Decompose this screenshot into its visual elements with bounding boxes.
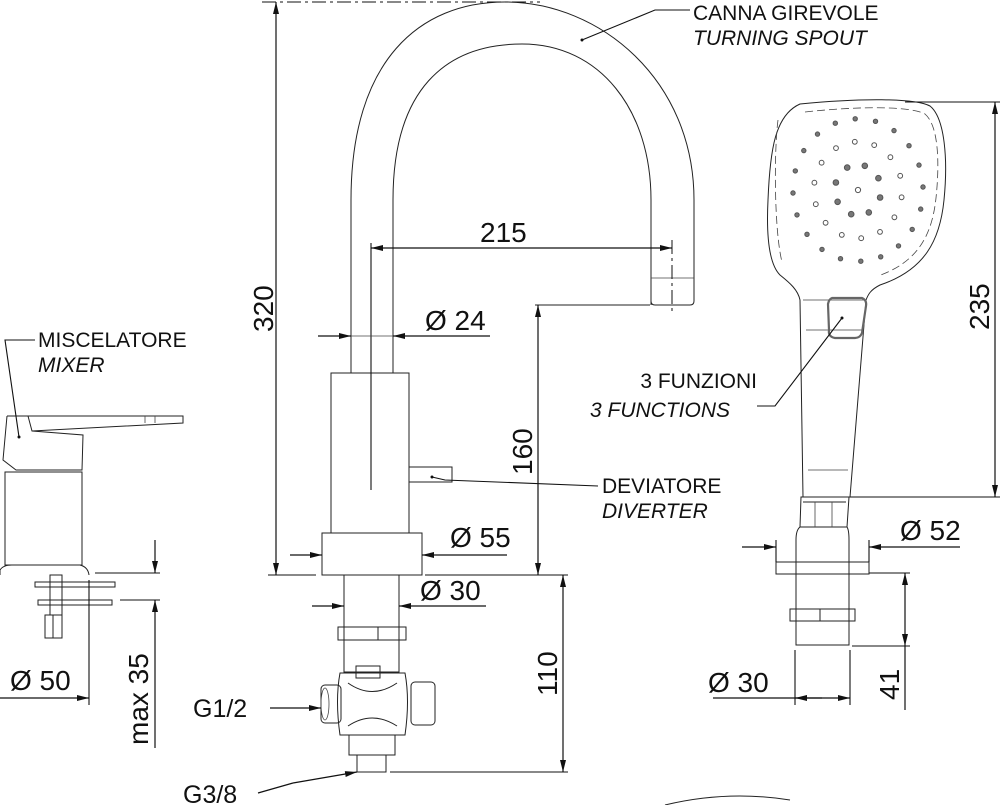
nozzle: [818, 159, 825, 166]
hose-connector: [799, 496, 850, 528]
nozzle: [794, 212, 800, 218]
dim-shank-length: 110: [532, 651, 563, 696]
dim-shank-diameter: Ø 30: [420, 575, 481, 606]
diverter-label-it: DEVIATORE: [602, 475, 721, 498]
mixer-body: [4, 471, 83, 566]
nozzle: [872, 118, 879, 125]
nozzle: [878, 254, 884, 260]
nozzle: [858, 235, 865, 242]
dim-spout-reach: 215: [480, 217, 527, 248]
nozzle: [834, 198, 841, 206]
spout-label-en: TURNING SPOUT: [693, 27, 869, 50]
nozzle: [861, 162, 869, 170]
mixer-label-it: MISCELATORE: [38, 329, 187, 352]
nozzle: [916, 162, 922, 168]
function-button: [826, 296, 868, 340]
nozzle: [847, 210, 855, 218]
functions-label-en: 3 FUNCTIONS: [590, 399, 730, 422]
dim-collar-diameter: Ø 55: [450, 522, 511, 553]
dim-height-total: 320: [248, 285, 279, 332]
nozzle: [865, 209, 873, 216]
nozzle: [877, 229, 883, 235]
shower-head: [767, 99, 947, 498]
valve-nut: [410, 681, 436, 726]
nozzle: [814, 131, 821, 137]
g38-label: G3/8: [183, 781, 237, 805]
shower-base-collar: [775, 561, 870, 575]
nozzle: [852, 116, 858, 122]
faucet-drawing: 320 215 Ø 24 160 Ø 55 Ø 30 110 CANNA GIR…: [183, 1, 879, 805]
valve-outlet-g38: [356, 754, 387, 773]
dim-spout-diameter: Ø 24: [425, 305, 486, 336]
nozzle: [819, 246, 825, 253]
mixer-handle: [2, 415, 184, 471]
nozzle: [843, 164, 851, 171]
dim-shower-shank-diameter: Ø 30: [708, 667, 769, 698]
spout-label-it: CANNA GIREVOLE: [693, 2, 879, 25]
nozzle: [858, 258, 864, 264]
dim-spout-height: 160: [507, 428, 538, 475]
nozzle: [891, 214, 898, 221]
nozzle: [833, 145, 839, 152]
nozzle: [891, 127, 897, 134]
nozzle: [832, 120, 838, 126]
dim-shower-base-diameter: Ø 52: [900, 515, 961, 546]
hand-shower-drawing: 235 Ø 52 Ø 30 41 3 FUNZIONI 3 FUNCTIONS: [590, 99, 1000, 805]
spout-inner: [392, 43, 652, 373]
nozzle: [871, 142, 878, 149]
nozzle-grid: [790, 116, 926, 264]
nozzle: [920, 184, 926, 190]
dim-shower-shank-length: 41: [874, 669, 905, 700]
mixer-washer: [34, 581, 116, 588]
nozzle: [851, 138, 858, 145]
nozzle: [832, 179, 840, 186]
nozzle: [854, 186, 862, 194]
functions-label-it: 3 FUNZIONI: [640, 370, 757, 393]
mixer-drawing: MISCELATORE MIXER Ø 50 max 35: [0, 329, 187, 748]
diverter-label-en: DIVERTER: [602, 500, 708, 523]
mixer-washer: [37, 599, 113, 606]
faucet-collar: [321, 532, 423, 576]
nozzle: [897, 172, 904, 179]
nozzle: [790, 190, 796, 196]
shower-base-nut: [789, 608, 856, 622]
dim-mixer-diameter: Ø 50: [10, 665, 71, 696]
nozzle: [822, 219, 829, 226]
nozzle: [838, 232, 845, 238]
nozzle: [906, 143, 912, 149]
faucet-body: [330, 372, 410, 534]
nozzle: [918, 206, 924, 212]
nozzle: [898, 194, 905, 201]
diverter-knob: [408, 466, 453, 483]
nozzle: [804, 231, 810, 238]
g12-label: G1/2: [193, 695, 247, 723]
nozzle: [909, 226, 915, 233]
nozzle: [792, 168, 798, 174]
nozzle: [811, 179, 818, 186]
mixer-label-en: MIXER: [38, 354, 105, 377]
nozzle: [887, 154, 894, 161]
mixer-base: [0, 564, 90, 576]
nozzle: [812, 201, 819, 208]
nozzle: [875, 174, 882, 182]
nozzle: [801, 147, 807, 154]
nozzle: [895, 243, 902, 249]
valve-body: [337, 672, 408, 736]
dim-mixer-max: max 35: [123, 653, 154, 745]
faucet-shank: [343, 574, 400, 673]
nozzle: [837, 256, 844, 262]
dim-shower-length: 235: [964, 283, 995, 330]
shank-nut: [337, 626, 407, 641]
partial-arc: [664, 795, 791, 805]
nozzle: [876, 194, 884, 201]
spout-outer: [350, 1, 695, 373]
